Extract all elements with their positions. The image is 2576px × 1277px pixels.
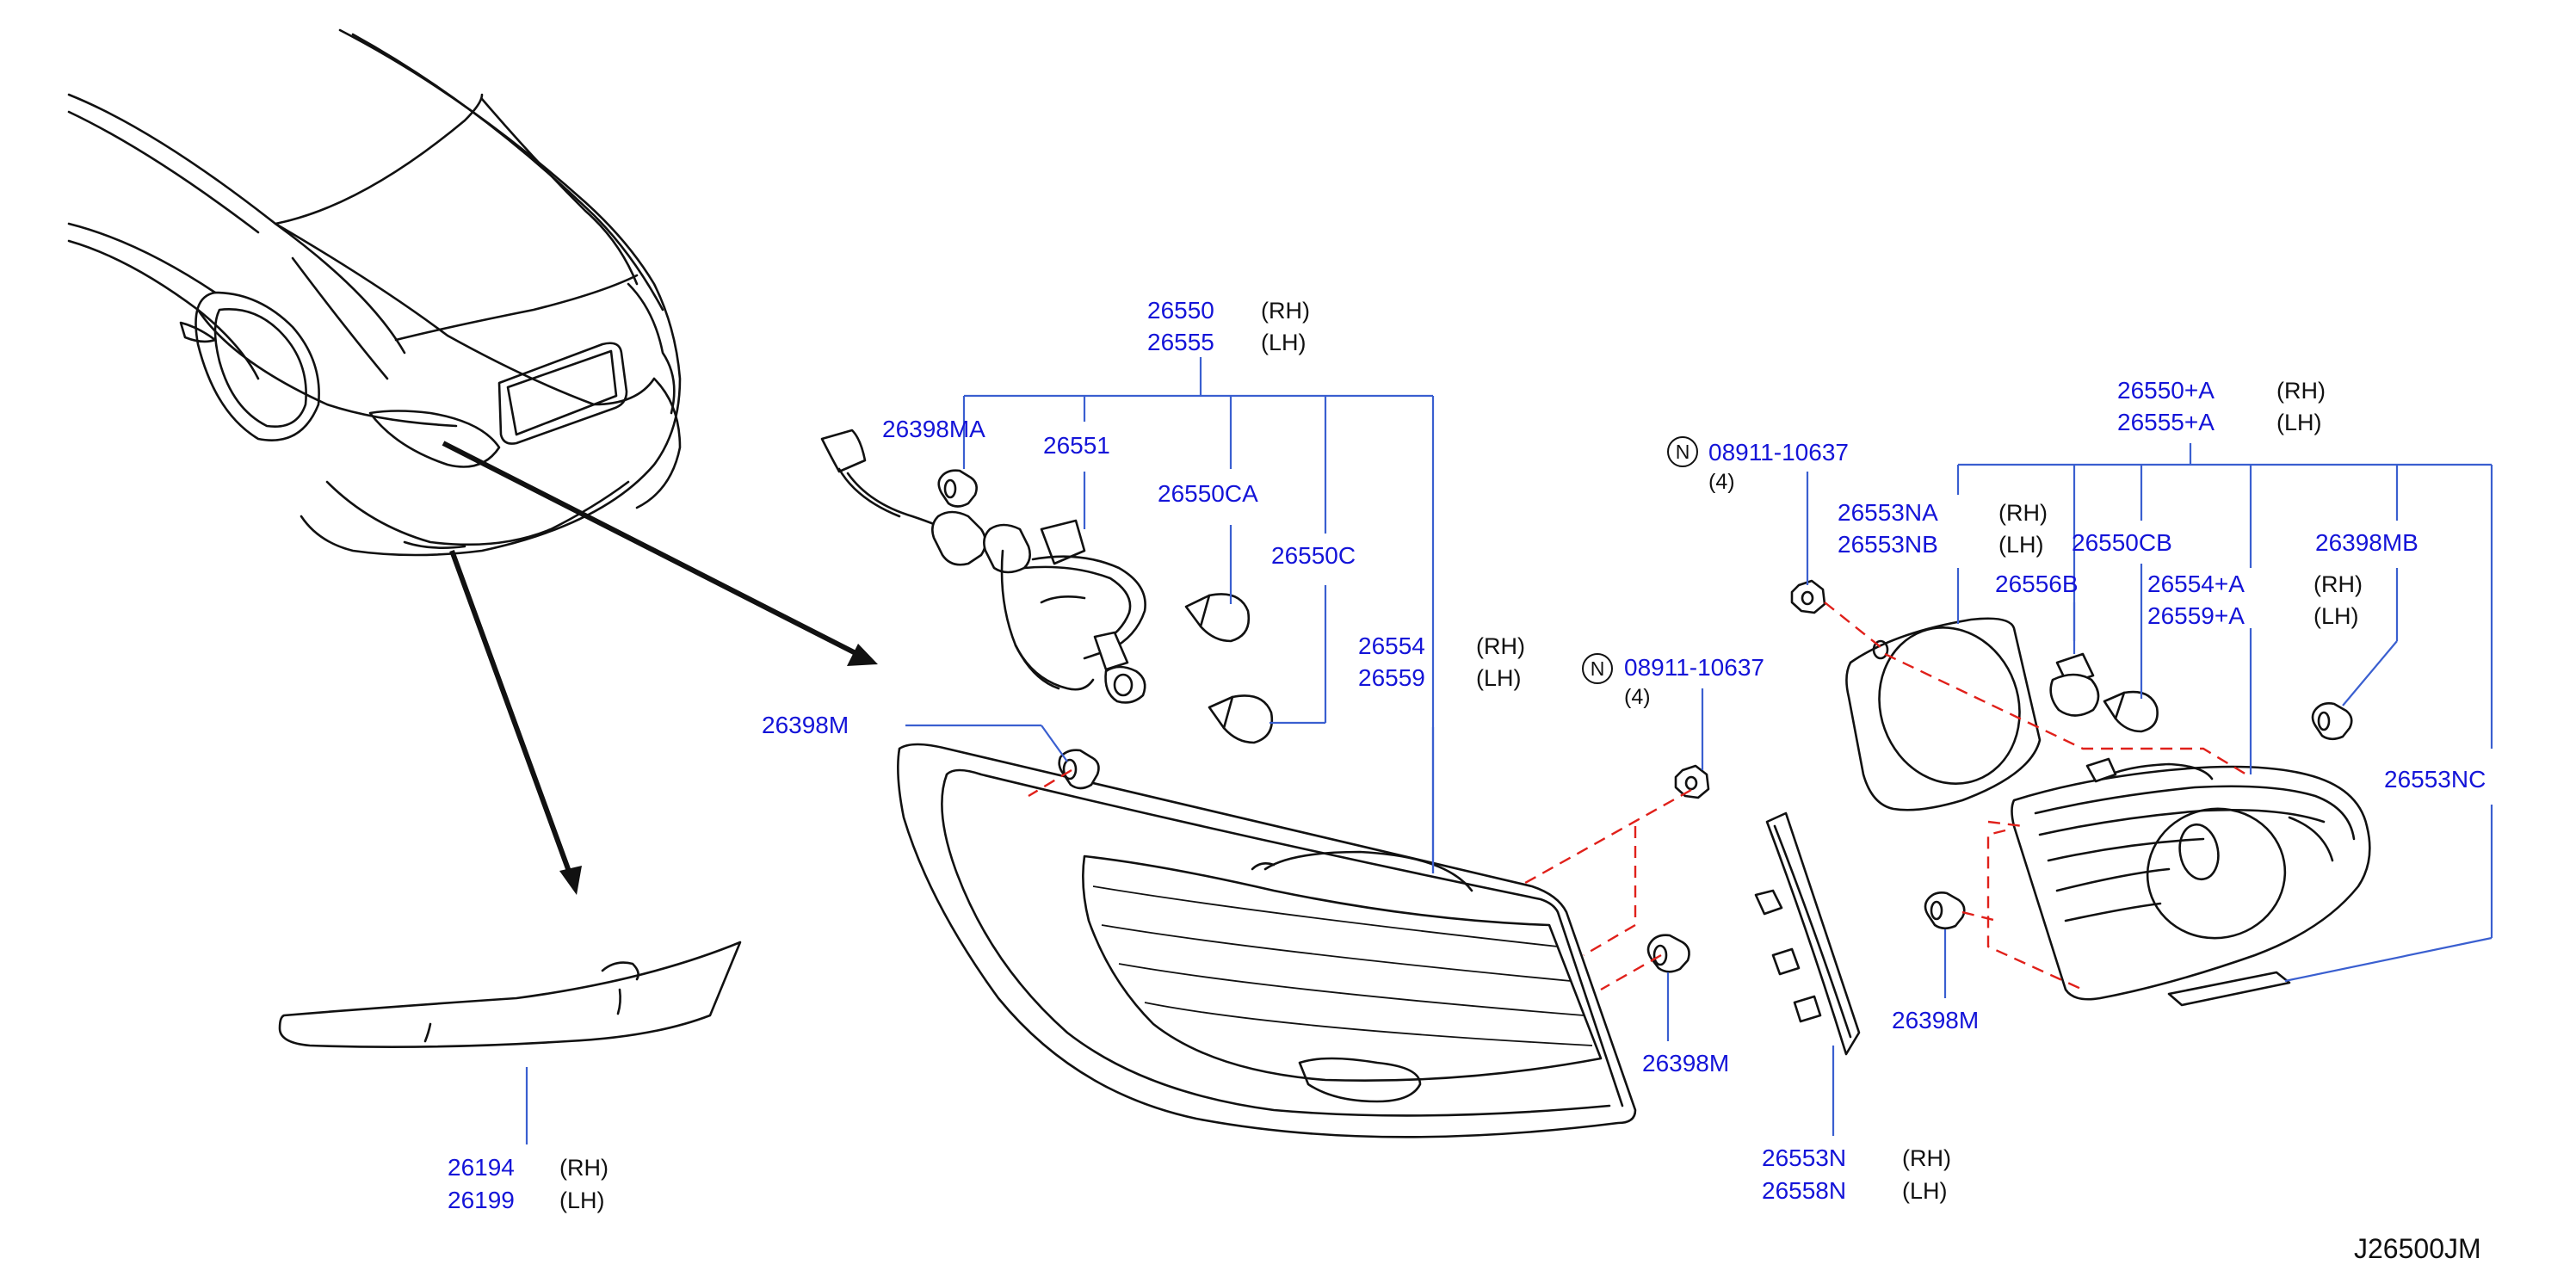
label-26553nb-side: (LH) — [1998, 532, 2044, 558]
label-26555a: 26555+A — [2117, 409, 2215, 435]
label-26559a: 26559+A — [2147, 602, 2245, 629]
label-26558n: 26558N — [1762, 1177, 1846, 1204]
label-26550: 26550 — [1147, 297, 1214, 324]
drawing-reference-code: J26500JM — [2354, 1233, 2481, 1264]
clip-26398m-mid-illustration — [1646, 934, 1690, 973]
label-26554-side: (RH) — [1476, 633, 1525, 659]
label-26555a-side: (LH) — [2276, 410, 2322, 435]
clip-26398ma-illustration — [937, 469, 978, 508]
n-marker-upper-text: N — [1676, 441, 1690, 463]
leader-lines — [905, 357, 2493, 1136]
label-26554a: 26554+A — [2147, 571, 2245, 597]
label-26556b: 26556B — [1995, 571, 2079, 597]
label-26550ca: 26550CA — [1158, 480, 1258, 507]
label-26553n: 26553N — [1762, 1144, 1846, 1171]
label-26554: 26554 — [1358, 632, 1425, 659]
label-26553nc: 26553NC — [2384, 766, 2486, 793]
n-marker-upper: N — [1667, 436, 1698, 467]
nut-lower-illustration — [1674, 764, 1710, 799]
bulb-26550c-illustration — [1208, 694, 1274, 744]
pointer-arrows — [442, 441, 878, 895]
bulb-26550cb-illustration — [2103, 690, 2159, 733]
vehicle-rear-illustration — [67, 28, 682, 557]
label-26398ma: 26398MA — [882, 416, 985, 442]
alignment-dashes — [1028, 601, 2247, 991]
label-26559-side: (LH) — [1476, 665, 1522, 691]
label-08911-upper: 08911-10637 — [1708, 439, 1849, 466]
socket-26556b-illustration — [2049, 652, 2100, 717]
seal-illustration — [2167, 971, 2291, 1007]
label-26555: 26555 — [1147, 329, 1214, 355]
label-26553nb: 26553NB — [1838, 531, 1938, 558]
label-26559: 26559 — [1358, 664, 1425, 691]
label-26194: 26194 — [448, 1154, 515, 1181]
label-26199-side: (LH) — [559, 1188, 605, 1213]
label-26199: 26199 — [448, 1187, 515, 1213]
bulb-26550ca-illustration — [1184, 593, 1251, 643]
label-08911-lower-qty: (4) — [1624, 685, 1651, 709]
bracket-illustration — [1754, 811, 1861, 1056]
n-marker-lower: N — [1582, 653, 1613, 684]
label-26559a-side: (LH) — [2313, 603, 2359, 629]
nut-upper-illustration — [1790, 579, 1826, 614]
clip-26398m-left-illustration — [1058, 749, 1100, 790]
clip-26398m-right-illustration — [1924, 891, 1966, 930]
label-26550cb: 26550CB — [2072, 529, 2172, 556]
callout-labels: 26550 (RH) 26555 (LH) 26398MA 26551 2655… — [448, 297, 2486, 1264]
label-26398m-mid: 26398M — [1642, 1050, 1729, 1077]
label-08911-upper-qty: (4) — [1708, 470, 1735, 494]
label-08911-lower: 08911-10637 — [1624, 654, 1764, 681]
label-26553n-side: (RH) — [1902, 1145, 1951, 1171]
inner-lamp-illustration — [2011, 757, 2371, 1001]
n-marker-lower-text: N — [1591, 657, 1605, 680]
gasket-illustration — [1845, 617, 2042, 811]
clip-26398mb-illustration — [2311, 702, 2353, 741]
label-26554a-side: (RH) — [2313, 571, 2363, 597]
label-26558n-side: (LH) — [1902, 1178, 1948, 1204]
label-26550c: 26550C — [1271, 542, 1356, 569]
label-26550-side: (RH) — [1261, 298, 1310, 324]
label-26398mb: 26398MB — [2315, 529, 2418, 556]
label-26555-side: (LH) — [1261, 330, 1307, 355]
label-26550a: 26550+A — [2117, 377, 2215, 404]
label-26550a-side: (RH) — [2276, 378, 2326, 404]
label-26398m-right: 26398M — [1892, 1007, 1979, 1033]
label-26398m-left: 26398M — [762, 712, 849, 738]
label-26553na: 26553NA — [1838, 499, 1938, 526]
label-26551: 26551 — [1043, 432, 1110, 459]
socket-harness-illustration — [820, 429, 1146, 704]
label-26553na-side: (RH) — [1998, 500, 2048, 526]
rear-reflector-illustration — [278, 941, 742, 1048]
label-26194-side: (RH) — [559, 1155, 608, 1181]
tail-lamp-illustration — [897, 743, 1637, 1138]
